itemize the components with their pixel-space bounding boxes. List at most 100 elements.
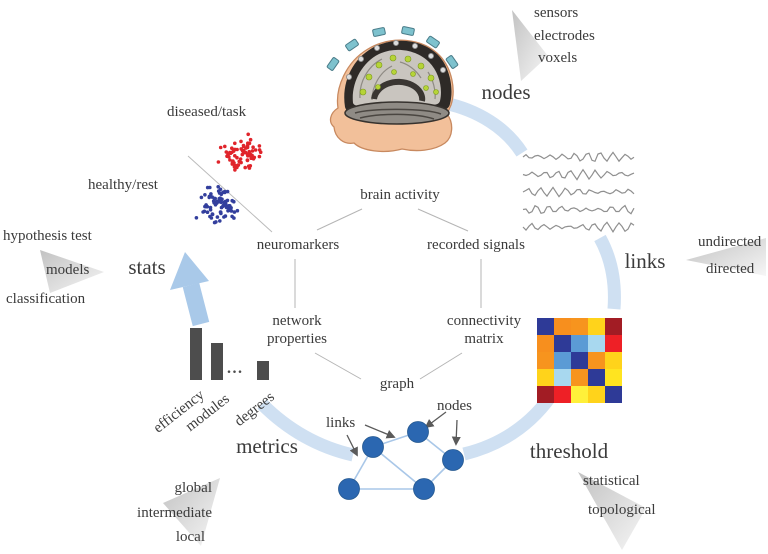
links-pointer-arrow-2 bbox=[346, 434, 358, 457]
links-pointer-arrow-1 bbox=[364, 424, 396, 439]
scatter-point bbox=[223, 144, 227, 149]
inner-connector-lines bbox=[294, 208, 482, 380]
scatter-point bbox=[205, 210, 210, 214]
scatter-point bbox=[239, 139, 243, 144]
matrix-cell bbox=[554, 369, 571, 386]
scatter-point bbox=[243, 165, 247, 170]
scatter-point bbox=[250, 149, 255, 153]
scatter-point bbox=[248, 137, 253, 142]
inner-label-recorded-signals: recorded signals bbox=[427, 237, 525, 253]
annotation-wedges bbox=[40, 10, 766, 550]
signal-waveform bbox=[522, 151, 635, 163]
scatter-point bbox=[222, 201, 227, 205]
cut-surface-texture bbox=[354, 108, 442, 120]
scatter-point bbox=[218, 219, 222, 223]
inner-label-neuromarkers: neuromarkers bbox=[256, 237, 340, 253]
inner-label-network-properties: network properties bbox=[267, 313, 327, 347]
scatter-point bbox=[246, 164, 251, 168]
scatter-point bbox=[203, 193, 207, 197]
metric-bar bbox=[257, 361, 269, 380]
annotation-classification: classification bbox=[6, 291, 86, 307]
matrix-cell bbox=[537, 335, 554, 352]
metric-bar bbox=[190, 328, 202, 380]
matrix-cell bbox=[571, 386, 588, 403]
inner-label-brain-activity: brain activity bbox=[360, 187, 440, 203]
scatter-point bbox=[247, 141, 252, 146]
matrix-cell bbox=[571, 352, 588, 369]
inner-label-connectivity-matrix: connectivity matrix bbox=[446, 313, 522, 347]
signal-waveform bbox=[522, 204, 635, 215]
scatter-point bbox=[208, 208, 213, 212]
matrix-cell bbox=[571, 335, 588, 352]
signal-waveform bbox=[522, 221, 635, 233]
scatter-point bbox=[237, 159, 241, 164]
annotation-statistical: statistical bbox=[583, 473, 640, 489]
scatter-point bbox=[247, 149, 251, 154]
graph-node bbox=[362, 436, 384, 458]
annotation-topological: topological bbox=[588, 502, 656, 518]
scatter-point bbox=[245, 158, 250, 163]
scatter-point bbox=[235, 147, 239, 152]
brain-folds bbox=[359, 58, 436, 101]
scatter-point bbox=[225, 189, 230, 194]
scatter-point bbox=[232, 216, 236, 220]
scatter-point bbox=[230, 198, 234, 203]
matrix-cell bbox=[588, 369, 605, 386]
graph-label-links: links bbox=[326, 415, 356, 431]
stage-label-links: links bbox=[624, 249, 666, 273]
scatter-point bbox=[223, 214, 228, 218]
scatter-point bbox=[216, 160, 221, 164]
scatter-point bbox=[228, 158, 232, 162]
matrix-cell bbox=[588, 386, 605, 403]
scatter-point bbox=[232, 161, 236, 165]
scatter-point bbox=[246, 132, 250, 137]
scatter-point bbox=[203, 204, 207, 209]
annotation-intermediate: intermediate bbox=[137, 505, 212, 521]
stats-methods-wedge bbox=[40, 250, 104, 293]
stage-label-threshold: threshold bbox=[529, 439, 609, 463]
brain-illustration bbox=[326, 26, 459, 153]
scatter-point bbox=[202, 209, 207, 214]
scatter-point bbox=[230, 150, 234, 155]
matrix-cell bbox=[588, 318, 605, 335]
scatter-point bbox=[208, 185, 212, 190]
matrix-cell bbox=[537, 369, 554, 386]
scatter-point bbox=[194, 216, 199, 220]
graph-node bbox=[413, 478, 435, 500]
graph-node bbox=[407, 421, 429, 443]
matrix-cell bbox=[537, 318, 554, 335]
scatter-point bbox=[230, 146, 234, 150]
ribbon-nodes-to-links bbox=[442, 96, 528, 157]
scatter-point bbox=[212, 196, 217, 201]
electrode-chips bbox=[326, 26, 459, 71]
matrix-cell bbox=[605, 369, 622, 386]
scatter-point bbox=[215, 215, 220, 219]
scatter-point bbox=[212, 201, 216, 205]
metric-levels-wedge bbox=[163, 478, 220, 546]
matrix-cell bbox=[554, 386, 571, 403]
scatter-point bbox=[245, 145, 250, 150]
annotation-hypothesis-test: hypothesis test bbox=[3, 228, 92, 244]
matrix-cell bbox=[605, 386, 622, 403]
connectivity-matrix-grid bbox=[537, 318, 622, 403]
matrix-cell bbox=[571, 318, 588, 335]
scatter-point bbox=[222, 189, 227, 194]
bar-chart-ellipsis: ... bbox=[227, 360, 244, 377]
matrix-cell bbox=[537, 386, 554, 403]
annotation-electrodes: electrodes bbox=[534, 28, 595, 44]
annotation-directed: directed bbox=[706, 261, 755, 277]
matrix-cell bbox=[537, 352, 554, 369]
scatter-point bbox=[218, 210, 223, 214]
matrix-cell bbox=[605, 318, 622, 335]
scatter-point bbox=[214, 220, 218, 224]
threshold-types-wedge bbox=[578, 472, 646, 550]
scatter-point bbox=[251, 145, 255, 149]
ribbon-graph-to-metrics bbox=[257, 399, 355, 462]
graph-node bbox=[338, 478, 360, 500]
scatter-point bbox=[224, 150, 229, 154]
metric-bar bbox=[211, 343, 223, 380]
matrix-cell bbox=[571, 369, 588, 386]
stage-label-nodes: nodes bbox=[481, 80, 531, 104]
scatter-point bbox=[218, 196, 222, 200]
